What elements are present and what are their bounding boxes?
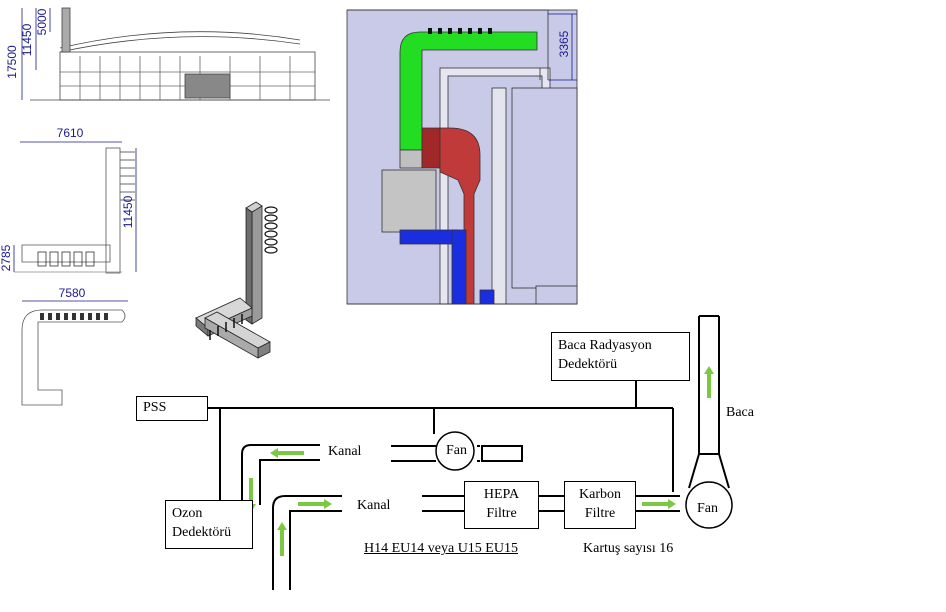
hepa-filter-line2: Filtre bbox=[486, 506, 517, 521]
supply-duct bbox=[439, 127, 481, 305]
dim-section-top: 3365 bbox=[557, 30, 571, 57]
dim-side-width: 7610 bbox=[57, 126, 84, 140]
duct-label-bottom: Kanal bbox=[357, 498, 391, 513]
supply-duct-end bbox=[421, 127, 441, 169]
isometric-stack-model bbox=[195, 201, 278, 359]
stack-side-view bbox=[13, 141, 137, 274]
ozone-detector-box: Ozon Dedektörü bbox=[165, 500, 253, 549]
carbon-filter-box: Karbon Filtre bbox=[564, 481, 636, 529]
dim-side-base: 2785 bbox=[0, 244, 13, 271]
cartridge-count-label: Kartuş sayısı 16 bbox=[583, 541, 674, 556]
stack-plan-view bbox=[21, 300, 128, 406]
dim-plan-width: 7580 bbox=[59, 286, 86, 300]
stack-radiation-detector-line2: Dedektörü bbox=[558, 357, 618, 372]
fan-top-circle bbox=[435, 431, 475, 471]
stack-radiation-detector-line1: Baca Radyasyon bbox=[558, 338, 652, 353]
filter-housing bbox=[381, 169, 437, 233]
hepa-filter-box: HEPA Filtre bbox=[464, 481, 539, 529]
pss-box: PSS bbox=[136, 396, 208, 421]
dim-elev-top: 5000 bbox=[35, 8, 49, 35]
stack-radiation-detector-box: Baca Radyasyon Dedektörü bbox=[551, 332, 690, 381]
filter-class-label: H14 EU14 veya U15 EU15 bbox=[364, 541, 518, 556]
fan-main-label: Fan bbox=[697, 501, 718, 516]
duct-label-top: Kanal bbox=[328, 444, 362, 459]
flow-arrows bbox=[246, 366, 714, 556]
dim-side-height: 11450 bbox=[121, 195, 135, 228]
ventilation-schematic bbox=[207, 315, 733, 590]
dim-elev-total: 17500 bbox=[5, 45, 19, 79]
stack-label: Baca bbox=[726, 405, 754, 420]
exhaust-duct bbox=[399, 31, 538, 151]
dim-elev-upper: 11450 bbox=[20, 23, 34, 56]
pss-label: PSS bbox=[143, 400, 167, 415]
carbon-filter-line1: Karbon bbox=[579, 487, 621, 502]
fan-main-circle bbox=[685, 481, 733, 529]
return-duct bbox=[399, 229, 459, 245]
building-section-view bbox=[346, 9, 578, 305]
hepa-filter-line1: HEPA bbox=[483, 487, 520, 502]
ozone-detector-line2: Dedektörü bbox=[172, 525, 232, 540]
ozone-detector-line1: Ozon bbox=[172, 506, 203, 521]
fan-top-label: Fan bbox=[446, 443, 467, 458]
building-elevation bbox=[21, 7, 330, 101]
carbon-filter-line2: Filtre bbox=[584, 506, 616, 521]
